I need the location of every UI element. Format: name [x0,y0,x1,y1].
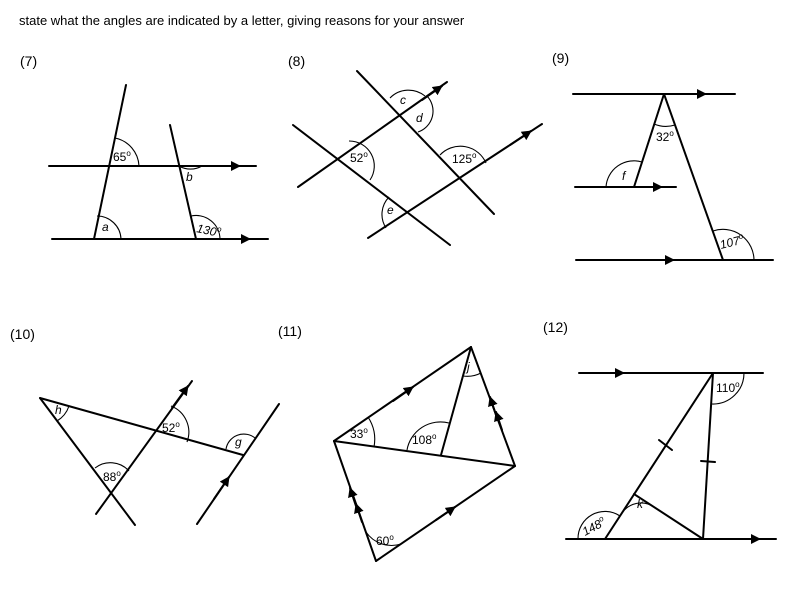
fig12-tick-right-side [700,460,716,463]
instruction-text: state what the angles are indicated by a… [19,13,465,28]
fig7-right-transversal [169,124,197,240]
fig7-arc-a [96,215,122,240]
fig8-line-left-to-bottom [292,124,451,246]
fig7-angle-b: b [186,170,193,184]
fig11-arc-60 [365,531,402,547]
fig8-line-top-left-to-bottom-right [356,70,495,215]
fig9-left-side [633,93,665,188]
fig12-arc-k [621,502,655,514]
figure-7: (7) 65o a b 130o [20,53,269,244]
fig7-angle-130: 130o [195,220,223,240]
fig8-angle-52: 52o [350,150,368,165]
fig10-line-h-to-bottom [39,397,136,526]
fig9-arc-107 [712,228,755,261]
fig7-arc-65 [114,137,140,167]
fig9-arc-f [605,160,643,188]
fig12-inner-segment [633,493,704,540]
fig8-arc-125 [439,145,487,164]
fig12-left-side [604,372,714,540]
fig8-lower-parallel-arrow [509,130,532,146]
fig12-angle-148: 148o [579,514,608,539]
fig11-edge-top-to-right-arrow-2 [494,411,504,431]
fig12-angle-110: 110o [716,380,740,395]
fig7-left-transversal [93,84,127,240]
fig10-right-parallel [196,403,280,525]
problem-12-number: (12) [543,319,568,335]
fig11-arc-108 [406,421,450,451]
fig11-edge-left-to-right [333,440,516,467]
fig8-angle-d: d [416,111,423,125]
fig10-angle-88: 88o [103,469,121,484]
figure-11: (11) 33o 108o j 60o [278,323,516,562]
fig8-angle-125: 125o [452,151,477,166]
problem-10-number: (10) [10,326,35,342]
fig11-edge-left-to-bottom-arrow-1 [348,487,358,507]
fig7-angle-65: 65o [113,149,131,164]
fig12-arc-110 [711,372,745,405]
fig11-edge-left-to-top-arrow [392,386,414,402]
fig11-arc-33 [367,416,376,448]
problem-8-number: (8) [288,53,305,69]
fig11-edge-bottom-to-right-arrow [435,506,456,521]
fig8-arc-52 [348,140,375,181]
figure-9: (9) 32o f 107o [552,50,774,265]
figure-8: (8) c d 52o 125o e [288,53,543,246]
fig9-angle-f: f [622,169,627,183]
fig7-arc-130 [190,214,221,240]
problem-7-number: (7) [20,53,37,69]
fig8-angle-e: e [387,203,394,217]
figure-10: (10) h 52o 88o g [10,326,280,526]
fig8-upper-parallel-arrow [421,85,443,101]
fig11-edge-top-to-inner [440,346,472,456]
fig9-right-side [663,93,724,261]
fig11-angle-108: 108o [412,432,437,447]
fig9-angle-107: 107o [718,231,746,252]
fig11-angle-j: j [465,360,470,374]
fig8-arc-d [417,95,434,133]
fig9-arc-32 [653,123,676,127]
fig11-angle-33: 33o [350,426,368,441]
figure-12: (12) 110o k 148o [543,319,777,544]
fig12-arc-148 [577,510,621,540]
fig11-arc-j [462,372,482,377]
fig10-arc-88 [94,462,130,472]
fig8-arc-e [381,196,390,229]
problem-11-number: (11) [278,323,302,339]
fig10-arc-h [56,405,70,422]
problem-9-number: (9) [552,50,569,66]
fig8-arc-c [389,89,426,99]
fig12-right-side [702,372,714,540]
fig10-line-h-to-g [39,397,244,456]
fig10-right-parallel-arrow [213,476,230,500]
fig10-arc-52 [170,405,190,443]
fig7-arc-b [178,165,203,170]
fig10-arc-g [225,433,256,450]
fig8-angle-c: c [400,93,406,107]
fig11-edge-left-to-bottom-arrow-2 [354,503,364,523]
fig10-angle-g: g [235,435,242,449]
fig10-angle-h: h [55,403,62,417]
fig7-angle-a: a [102,220,109,234]
fig10-angle-52: 52o [162,420,180,435]
fig11-angle-60: 60o [376,533,394,548]
fig9-angle-32: 32o [656,129,674,144]
fig10-left-parallel-arrow [171,385,189,409]
fig12-tick-left-side [658,439,673,451]
fig12-angle-k: k [637,497,644,511]
